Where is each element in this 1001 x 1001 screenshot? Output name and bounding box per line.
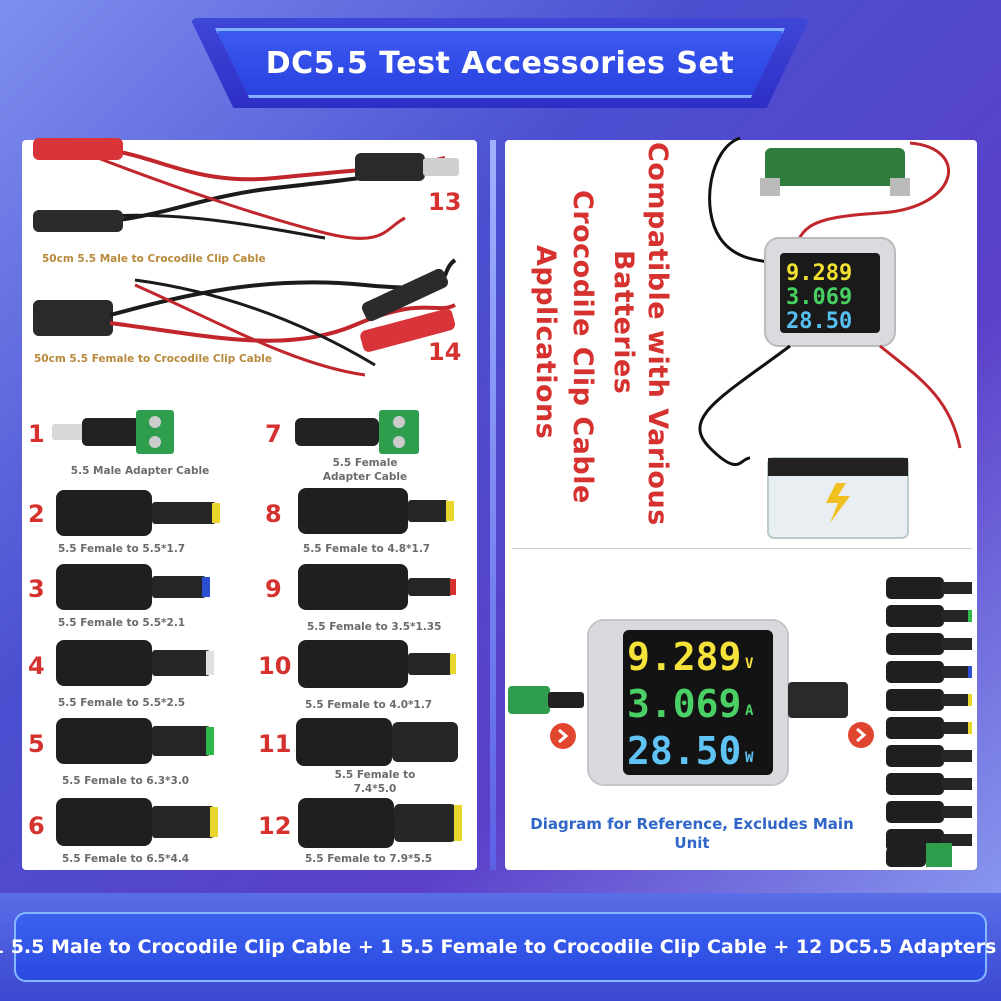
cable-13-number: 13 [428,188,462,216]
adapter-12-number: 12 [258,812,292,840]
adapter-7-number: 7 [265,420,282,448]
adapter-9-caption: 5.5 Female to 3.5*1.35 [307,621,442,633]
adapter-9-image [298,564,456,610]
adapter-2-number: 2 [28,500,45,528]
adapter-6-image [56,798,218,846]
adapter-4-number: 4 [28,652,45,680]
application-text-col3: Crocodile Clip Cable [567,190,598,504]
right-panel-divider [512,548,972,549]
adapter-9-number: 9 [265,575,282,603]
adapter-2-caption: 5.5 Female to 5.5*1.7 [58,543,186,555]
adapter-3-image [56,564,210,610]
cable-14-caption: 50cm 5.5 Female to Crocodile Clip Cable [34,353,272,365]
adapter-5-caption: 5.5 Female to 6.3*3.0 [62,775,190,787]
adapter-11-caption-line1: 5.5 Female to [334,769,416,781]
adapter-3-caption: 5.5 Female to 5.5*2.1 [58,617,186,629]
adapter-5-image [56,718,214,764]
adapter-5-number: 5 [28,730,45,758]
meter-power: 28.50 [627,729,741,772]
male-adapter-image [52,410,174,454]
male-crocodile-cable-image [33,138,459,240]
adapter-8-image [298,488,454,534]
adapter-8-number: 8 [265,500,282,528]
panel-divider [490,140,496,870]
bottom-banner-text: 1 5.5 Male to Crocodile Clip Cable + 1 5… [0,936,1001,958]
meter-current: 3.069 [627,682,741,726]
adapter-3-number: 3 [28,575,45,603]
adapter-8-caption: 5.5 Female to 4.8*1.7 [303,543,431,555]
adapter-6-caption: 5.5 Female to 6.5*4.4 [62,853,190,865]
adapter-11-image [296,718,458,766]
meter-power-unit: W [745,750,754,766]
bottom-banner: 1 5.5 Male to Crocodile Clip Cable + 1 5… [0,912,1001,982]
adapter-4-caption: 5.5 Female to 5.5*2.5 [58,697,186,709]
female-crocodile-cable-image [33,258,457,377]
page-title: DC5.5 Test Accessories Set [265,45,735,81]
title-plate: DC5.5 Test Accessories Set [215,28,785,98]
adapter-1-number: 1 [28,420,45,448]
adapter-11-caption-line2: 7.4*5.0 [353,783,397,795]
adapter-10-image [298,640,456,688]
application-text-col1: Compatible with Various [642,142,673,526]
adapter-stack-image [886,577,972,867]
application-text-col2: Batteries [608,250,639,395]
cable-14-number: 14 [428,338,462,366]
diagram-caption: Diagram for Reference, Excludes Main Uni… [530,815,854,852]
adapter-7-caption-line1: 5.5 Female [332,457,398,469]
adapter-7-caption-line2: Adapter Cable [322,471,408,483]
adapter-10-number: 10 [258,652,292,680]
cable-13-caption: 50cm 5.5 Male to Crocodile Clip Cable [42,253,266,265]
adapter-1-caption: 5.5 Male Adapter Cable [70,465,210,477]
adapter-6-number: 6 [28,812,45,840]
svg-text:3.069: 3.069 [786,285,852,310]
meter-current-unit: A [745,703,754,719]
meter-voltage: 9.289 [627,635,741,679]
meter-voltage-unit: V [745,656,754,672]
arrow-right-icon [848,722,874,748]
adapter-10-caption: 5.5 Female to 4.0*1.7 [305,699,433,711]
svg-text:28.50: 28.50 [786,309,852,334]
adapter-2-image [56,490,220,536]
application-text-col4: Applications [530,245,561,440]
adapter-11-number: 11 [258,730,292,758]
application-illustration: 9.289 3.069 28.50 [698,136,962,539]
adapter-12-image [298,798,462,848]
meter-screen: 9.289 V 3.069 A 28.50 W [625,632,770,773]
meter-diagram [508,619,848,786]
adapter-4-image [56,640,214,686]
adapter-12-caption: 5.5 Female to 7.9*5.5 [305,853,433,865]
svg-text:9.289: 9.289 [786,261,852,286]
female-adapter-image [295,410,419,454]
